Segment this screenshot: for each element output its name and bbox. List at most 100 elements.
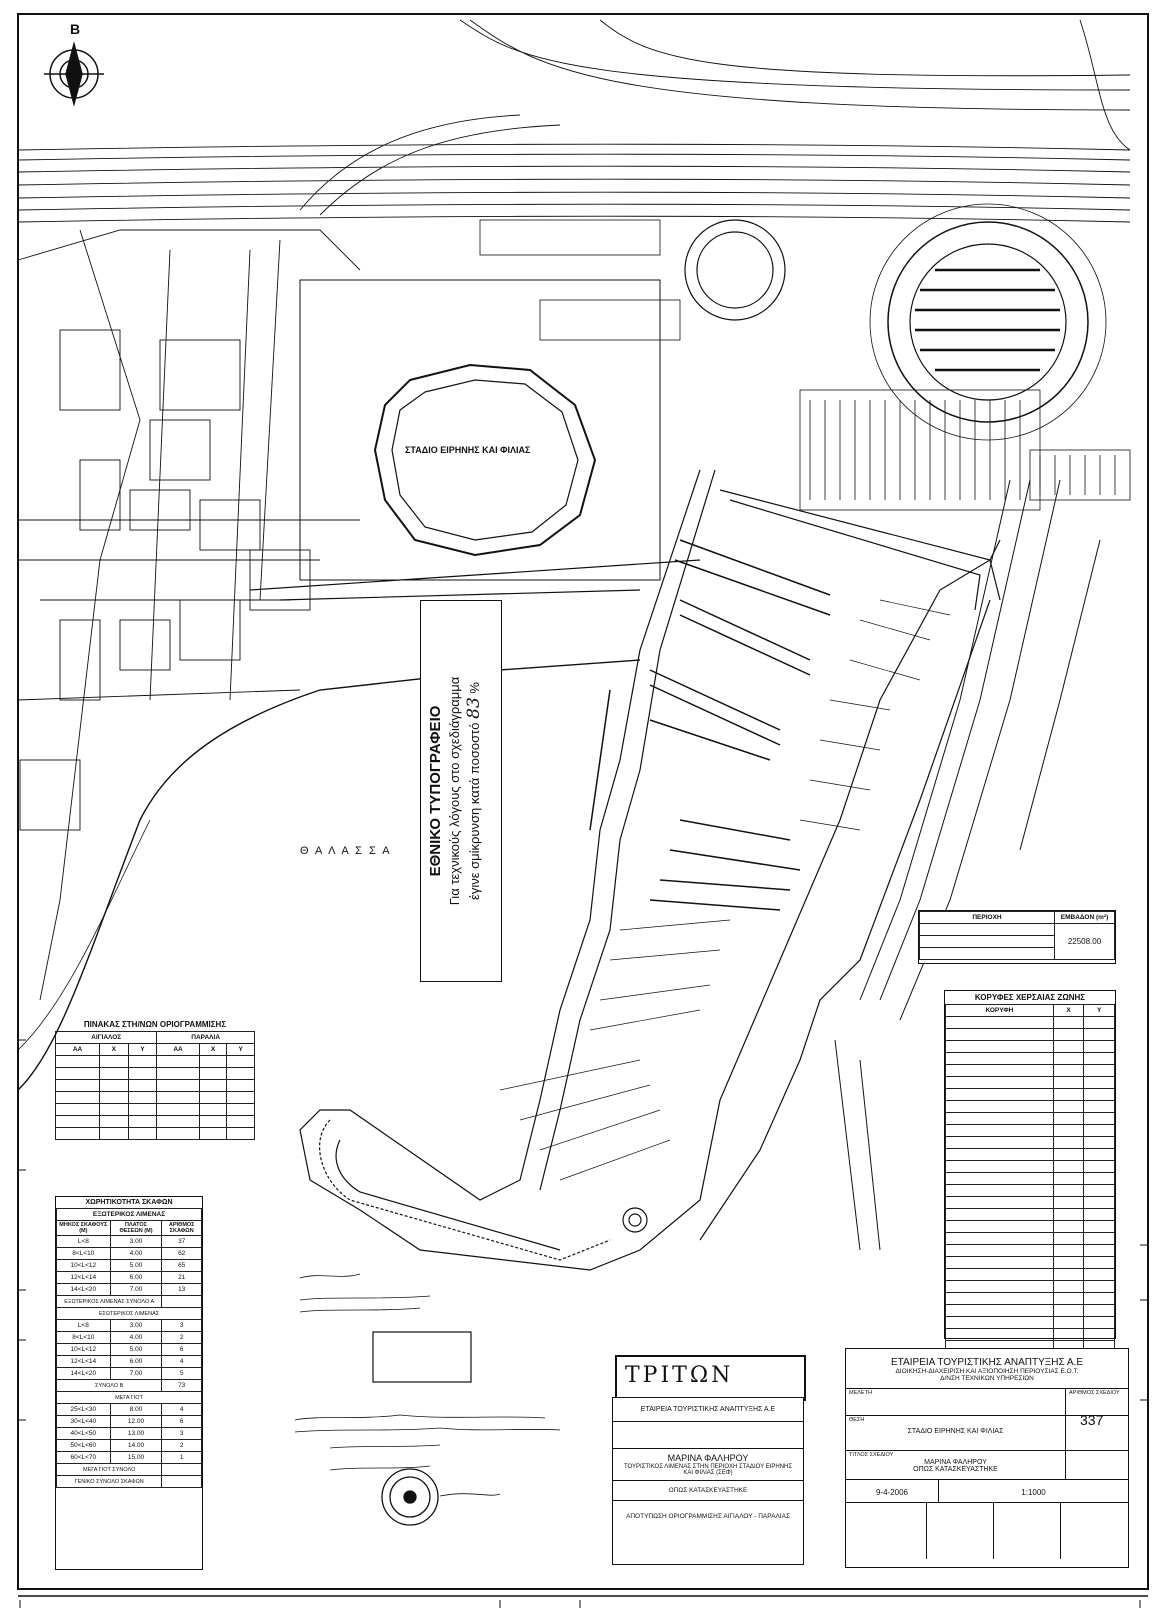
right-title-block: ΕΤΑΙΡΕΙΑ ΤΟΥΡΙΣΤΙΚΗΣ ΑΝΑΠΤΥΞΗΣ Α.Ε ΔΙΟΙΚ… xyxy=(845,1348,1129,1568)
shore-table-row xyxy=(945,1148,1115,1161)
mid-drawing: ΑΠΟΤΥΠΩΣΗ ΟΡΙΟΓΡΑΜΜΙΣΗΣ ΑΙΓΙΑΛΟΥ - ΠΑΡΑΛ… xyxy=(626,1513,790,1520)
official-seal xyxy=(381,1468,439,1526)
boundary-col-x: Χ xyxy=(99,1043,129,1056)
printing-office-title: ΕΘΝΙΚΟ ΤΥΠΟΓΡΑΦΕΙΟ xyxy=(427,705,444,877)
printing-office-line2: έγινε σμίκρυνση κατά ποσοστό xyxy=(467,722,482,900)
shore-table-row xyxy=(945,1328,1115,1341)
mid-project: ΜΑΡΙΝΑ ΦΑΛΗΡΟΥ xyxy=(667,1453,749,1463)
boundary-col-y-2: Υ xyxy=(226,1043,255,1056)
right-dept: Δ/ΝΣΗ ΤΕΧΝΙΚΩΝ ΥΠΗΡΕΣΙΩΝ xyxy=(846,1375,1128,1389)
sea-label: Θ Α Λ Α Σ Σ Α xyxy=(300,845,392,857)
capacity-col-width: ΠΛΑΤΟΣ ΘΕΣΕΩΝ (Μ) xyxy=(109,1220,163,1236)
boundary-col-aa-2: ΑΑ xyxy=(156,1043,200,1056)
reduction-percent: 83 xyxy=(464,697,484,719)
capacity-col-count: ΑΡΙΘΜΟΣ ΣΚΑΦΩΝ xyxy=(161,1220,202,1236)
shore-table-row xyxy=(945,1076,1115,1089)
right-org-sub: ΔΙΟΙΚΗΣΗ-ΔΙΑΧΕΙΡΙΣΗ ΚΑΙ ΑΞΙΟΠΟΙΗΣΗ ΠΕΡΙΟ… xyxy=(895,1368,1079,1375)
right-title-line1: ΜΑΡΙΝΑ ΦΑΛΗΡΟΥ xyxy=(924,1459,987,1466)
mid-client: ΕΤΑΙΡΕΙΑ ΤΟΥΡΙΣΤΙΚΗΣ ΑΝΑΠΤΥΞΗΣ Α.Ε xyxy=(613,1398,803,1422)
capacity-section-inner: ΕΣΩΤΕΡΙΚΟΣ ΛΙΜΕΝΑΣ xyxy=(56,1307,202,1320)
area-col-area: ΕΜΒΑΔΟΝ (m²) xyxy=(1054,911,1115,924)
drawing-number: 337 xyxy=(1080,1412,1104,1428)
boundary-table-row xyxy=(54,1079,255,1092)
shore-vertices-table: ΚΟΡΥΦΕΣ ΧΕΡΣΑΙΑΣ ΖΩΝΗΣ ΚΟΡΥΦΗ Χ Υ xyxy=(944,990,1116,1365)
capacity-section-outer: ΕΞΩΤΕΡΙΚΟΣ ΛΙΜΕΝΑΣ xyxy=(56,1208,202,1221)
right-title-line2: ΟΠΩΣ ΚΑΤΑΣΚΕΥΑΣΤΗΚΕ xyxy=(913,1466,998,1473)
shore-table-row xyxy=(945,1052,1115,1065)
boundary-table-row xyxy=(54,1067,255,1080)
capacity-grand-total: ΓΕΝΙΚΟ ΣΥΝΟΛΟ ΣΚΑΦΩΝ xyxy=(55,1475,202,1488)
shore-table-row xyxy=(945,1268,1115,1281)
right-scale: 1:1000 xyxy=(1021,1488,1046,1497)
shore-table-row xyxy=(945,1244,1115,1257)
area-col-region: ΠΕΡΙΟΧΗ xyxy=(919,911,1055,924)
right-label-title: ΤΙΤΛΟΣ ΣΧΕΔΙΟΥ xyxy=(849,1452,894,1458)
shore-table-row xyxy=(945,1160,1115,1173)
right-label-site: ΘΕΣΗ xyxy=(849,1417,865,1423)
shore-table-row xyxy=(945,1040,1115,1053)
capacity-title: ΧΩΡΗΤΙΚΟΤΗΤΑ ΣΚΑΦΩΝ xyxy=(85,1199,173,1206)
capacity-outer-total: ΕΞΩΤΕΡΙΚΟΣ ΛΙΜΕΝΑΣ ΣΥΝΟΛΟ Α xyxy=(55,1295,202,1308)
shore-table-row xyxy=(945,1256,1115,1269)
boundary-col-aa: ΑΑ xyxy=(54,1043,101,1056)
shore-col-x: Χ xyxy=(1052,1004,1085,1017)
right-date: 9-4-2006 xyxy=(875,1488,909,1497)
stadium-label: ΣΤΑΔΙΟ ΕΙΡΗΝΗΣ ΚΑΙ ΦΙΛΙΑΣ xyxy=(405,445,531,455)
right-org: ΕΤΑΙΡΕΙΑ ΤΟΥΡΙΣΤΙΚΗΣ ΑΝΑΠΤΥΞΗΣ Α.Ε xyxy=(891,1357,1083,1368)
boundary-group-shore: ΑΙΓΙΑΛΟΣ xyxy=(54,1031,158,1044)
shore-table-title: ΚΟΡΥΦΕΣ ΧΕΡΣΑΙΑΣ ΖΩΝΗΣ xyxy=(974,993,1086,1002)
shore-table-row xyxy=(945,1100,1115,1113)
shore-table-row xyxy=(945,1028,1115,1041)
right-label-drawing-no: ΑΡΙΘΜΟΣ ΣΧΕΔΙΟΥ xyxy=(1069,1390,1120,1396)
consultant-stamp: ΤΡΙΤΩΝ xyxy=(615,1355,806,1401)
shore-col-y: Υ xyxy=(1083,1004,1115,1017)
shore-table-row xyxy=(945,1304,1115,1317)
shore-table-row xyxy=(945,1136,1115,1149)
stadium xyxy=(249,279,701,601)
mid-phase: ΟΠΩΣ ΚΑΤΑΣΚΕΥΑΣΤΗΚΕ xyxy=(613,1481,803,1501)
surveyor-stamp xyxy=(372,1331,472,1383)
shore-table-row xyxy=(945,1232,1115,1245)
boundary-table-title: ΠΙΝΑΚΑΣ ΣΤΗ/ΝΩΝ ΟΡΙΟΓΡΑΜΜΙΣΗΣ xyxy=(83,1020,227,1029)
marina-piers xyxy=(589,539,831,911)
roundabout-small xyxy=(684,219,786,321)
shore-table-row xyxy=(945,1172,1115,1185)
shore-table-row xyxy=(945,1112,1115,1125)
capacity-col-length: ΜΗΚΟΣ ΣΚΑΦΟΥΣ (Μ) xyxy=(56,1220,111,1236)
handwritten-notes xyxy=(294,1273,561,1497)
shore-table-row xyxy=(945,1184,1115,1197)
capacity-mega-total: ΜΕΓΑ ΓΙΟΤ ΣΥΝΟΛΟ xyxy=(55,1463,202,1476)
shore-table-row xyxy=(945,1208,1115,1221)
middle-title-block: ΕΤΑΙΡΕΙΑ ΤΟΥΡΙΣΤΙΚΗΣ ΑΝΑΠΤΥΞΗΣ Α.Ε ΜΑΡΙΝ… xyxy=(612,1397,804,1565)
shore-table-row xyxy=(945,1064,1115,1077)
boundary-table-row xyxy=(54,1103,255,1116)
highway xyxy=(17,19,1131,223)
shore-table-row xyxy=(945,1292,1115,1305)
capacity-table: ΧΩΡΗΤΙΚΟΤΗΤΑ ΣΚΑΦΩΝ ΕΞΩΤΕΡΙΚΟΣ ΛΙΜΕΝΑΣ Μ… xyxy=(55,1196,203,1570)
shore-table-row xyxy=(945,1220,1115,1233)
shore-table-row xyxy=(945,1016,1115,1029)
shore-table-row xyxy=(945,1280,1115,1293)
sheet-frame xyxy=(17,13,1149,1590)
area-table: ΠΕΡΙΟΧΗ ΕΜΒΑΔΟΝ (m²) 22508.00 xyxy=(918,910,1116,964)
consultant-name: ΤΡΙΤΩΝ xyxy=(625,1363,734,1388)
right-site: ΣΤΑΔΙΟ ΕΙΡΗΝΗΣ ΚΑΙ ΦΙΛΙΑΣ xyxy=(907,1428,1004,1435)
boundary-group-beach: ΠΑΡΑΛΙΑ xyxy=(156,1031,255,1044)
capacity-section-mega: ΜΕΓΑ ΓΙΟΤ xyxy=(56,1391,202,1404)
shore-table-row xyxy=(945,1196,1115,1209)
parking-lot xyxy=(479,219,1131,511)
city-blocks xyxy=(17,229,361,1001)
